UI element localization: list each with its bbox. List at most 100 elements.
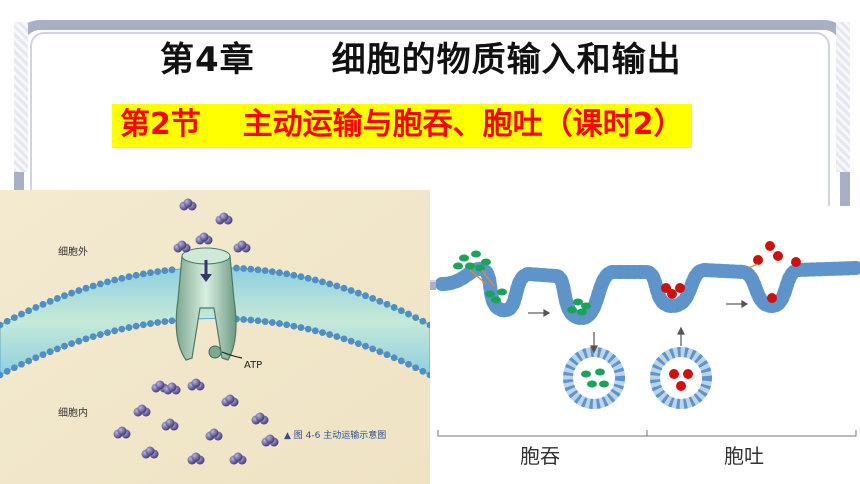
- lipid-head: [347, 287, 355, 294]
- lipid-head: [261, 267, 269, 275]
- green-particle: [475, 264, 485, 272]
- lipid-head: [354, 289, 362, 297]
- lipid-head: [297, 273, 305, 281]
- lipid-head: [68, 289, 76, 297]
- green-particle: [581, 370, 591, 378]
- lipid-head: [390, 354, 398, 362]
- figure-caption: ▲ 图 4-6 主动运输示意图: [284, 431, 387, 441]
- label-endocytosis: 胞吞: [520, 444, 560, 468]
- lipid-head: [340, 284, 348, 292]
- transported-molecule: [221, 394, 239, 407]
- lipid-head: [125, 324, 133, 331]
- green-particle: [459, 254, 469, 262]
- lipid-head: [412, 314, 420, 321]
- label-cell-inside: 细胞内: [58, 408, 88, 419]
- transported-molecule: [195, 232, 213, 245]
- green-particle: [577, 308, 587, 316]
- lipid-head: [18, 360, 25, 368]
- transported-molecule: [173, 240, 191, 253]
- lipid-head: [154, 268, 162, 275]
- lipid-head: [139, 270, 147, 278]
- lipid-head: [18, 310, 25, 318]
- lipid-head: [75, 287, 83, 294]
- lipid-head: [283, 270, 291, 278]
- green-particle: [471, 250, 481, 258]
- lipid-head: [75, 337, 83, 345]
- red-particle: [661, 283, 671, 293]
- green-particle: [599, 380, 609, 388]
- green-particle: [481, 258, 491, 266]
- transported-molecule: [113, 426, 131, 439]
- red-particle: [753, 255, 763, 265]
- lipid-head: [304, 325, 312, 333]
- lipid-head: [405, 310, 412, 318]
- lipid-head: [111, 327, 119, 335]
- lipid-head: [3, 367, 11, 375]
- lipid-head: [118, 274, 126, 282]
- lipid-head: [426, 321, 430, 329]
- lipid-head: [340, 335, 348, 343]
- transported-molecule: [141, 446, 159, 459]
- lipid-head: [132, 271, 140, 279]
- green-particle: [453, 262, 463, 270]
- lipid-head: [104, 278, 111, 286]
- lipid-head: [405, 360, 412, 368]
- lipid-head: [89, 333, 97, 341]
- chapter-title: 第4章 细胞的物质输入和输出: [160, 40, 682, 80]
- lipid-head: [0, 371, 4, 379]
- lipid-head: [412, 364, 420, 372]
- transported-molecule: [233, 240, 251, 253]
- lipid-head: [61, 292, 68, 300]
- green-particle: [491, 296, 501, 304]
- green-particle: [581, 302, 591, 310]
- lipid-head: [132, 322, 140, 330]
- lipid-head: [125, 273, 133, 281]
- lipid-head: [362, 292, 369, 300]
- lipid-head: [118, 325, 126, 333]
- lipid-head: [390, 304, 398, 311]
- lipid-head: [168, 317, 176, 325]
- lipid-head: [268, 268, 276, 275]
- lipid-head: [326, 280, 334, 288]
- endocytosis-exocytosis-figure: [436, 206, 860, 484]
- lipid-head: [89, 282, 97, 290]
- lipid-head: [333, 282, 341, 290]
- release-arrow: [747, 263, 759, 269]
- atp-site: [208, 345, 222, 359]
- vesicle-endocytosis: [563, 347, 625, 409]
- lipid-head: [139, 321, 147, 329]
- lipid-head: [25, 357, 33, 365]
- membrane-heads-bottom: [0, 315, 430, 379]
- lipid-head: [10, 364, 18, 372]
- uptake-arrow: [469, 269, 487, 285]
- label-atp: ATP: [244, 360, 263, 371]
- lipid-head: [311, 327, 319, 335]
- red-particle: [773, 251, 783, 261]
- lipid-head: [53, 295, 61, 302]
- lipid-head: [0, 321, 4, 329]
- red-particle: [675, 283, 685, 293]
- lipid-head: [161, 267, 169, 275]
- lipid-head: [39, 300, 47, 308]
- label-exocytosis: 胞吐: [724, 444, 764, 468]
- lipid-head: [3, 317, 11, 325]
- lipid-head: [276, 269, 283, 277]
- transported-molecule: [179, 198, 197, 211]
- lipid-head: [397, 357, 405, 365]
- red-particle: [669, 369, 679, 379]
- lipid-head: [333, 333, 341, 341]
- lipid-head: [304, 274, 312, 282]
- label-cell-outside: 细胞外: [58, 247, 88, 258]
- red-particle: [676, 381, 686, 391]
- lipid-head: [53, 345, 61, 353]
- lipid-head: [10, 314, 18, 321]
- bottom-bracket: [437, 430, 857, 437]
- transported-molecule: [187, 452, 205, 465]
- lipid-head: [96, 331, 104, 338]
- red-particle: [765, 241, 775, 251]
- lipid-head: [419, 367, 427, 375]
- lipid-head: [104, 329, 111, 337]
- vesicle-bilayer: [650, 347, 712, 409]
- vesicle-exocytosis: [650, 347, 712, 409]
- lipid-head: [311, 276, 319, 284]
